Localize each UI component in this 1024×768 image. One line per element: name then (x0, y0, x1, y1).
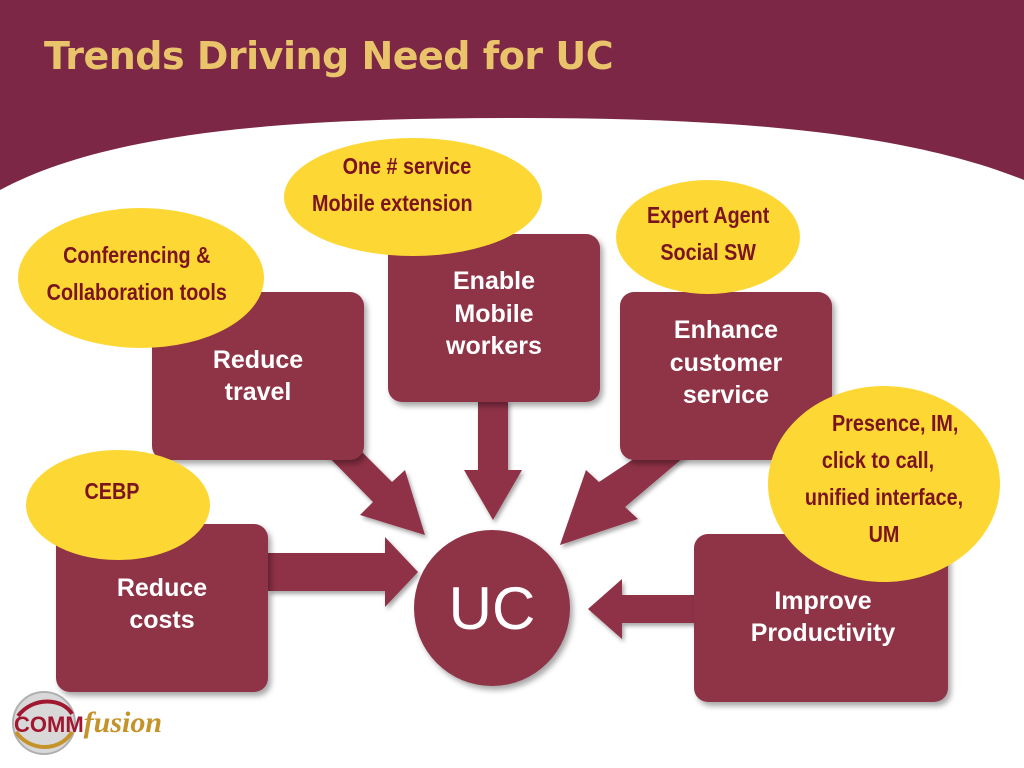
box-label: Mobile (454, 299, 534, 328)
box-label: customer (669, 348, 783, 377)
company-logo: COMMfusion (14, 706, 162, 740)
box-label: Reduce (116, 573, 208, 602)
slide-title: Trends Driving Need for UC (44, 34, 614, 78)
arrow-service-to-uc (560, 440, 697, 545)
arrow-mobile-to-uc (464, 400, 522, 520)
bubble-label: Social SW (660, 239, 756, 265)
bubble-label: UM (868, 520, 900, 547)
globe-swirl-icon (12, 691, 76, 755)
box-label: service (682, 381, 770, 410)
bubble-label: Collaboration tools (46, 279, 228, 305)
bubble-label: Conferencing & (63, 242, 211, 269)
bubble-label: One # service (342, 153, 471, 180)
box-label: Enable (453, 267, 535, 296)
arrow-costs-to-uc (268, 537, 418, 607)
bubble-label: click to call, (821, 447, 935, 474)
bubble-label: Presence, IM, (831, 410, 959, 437)
box-label: Reduce (212, 345, 304, 374)
box-label: workers (446, 332, 542, 361)
box-label: costs (129, 606, 195, 634)
bubble-mobile-services: One # service Mobile extension (284, 138, 542, 256)
box-label: Productivity (750, 619, 896, 647)
bubble-label: Mobile extension (311, 190, 473, 216)
logo-text-comm: COMM (14, 712, 84, 737)
uc-hub: UC (414, 530, 570, 686)
bubble-expert-agent: Expert Agent Social SW (616, 180, 800, 294)
bubble-label: Expert Agent (646, 202, 770, 229)
box-label: Enhance (673, 316, 779, 345)
box-label: travel (224, 378, 292, 406)
box-label: Improve (774, 586, 872, 615)
bubble-cebp: CEBP (26, 450, 210, 560)
bubble-label: unified interface, (804, 484, 964, 510)
arrow-travel-to-uc (318, 442, 425, 535)
bubble-label: CEBP (84, 477, 140, 504)
bubble-conferencing: Conferencing & Collaboration tools (18, 208, 264, 348)
arrow-productivity-to-uc (588, 579, 697, 639)
bubble-presence-im: Presence, IM, click to call, unified int… (768, 386, 1000, 582)
logo-text-fusion: fusion (83, 706, 163, 739)
